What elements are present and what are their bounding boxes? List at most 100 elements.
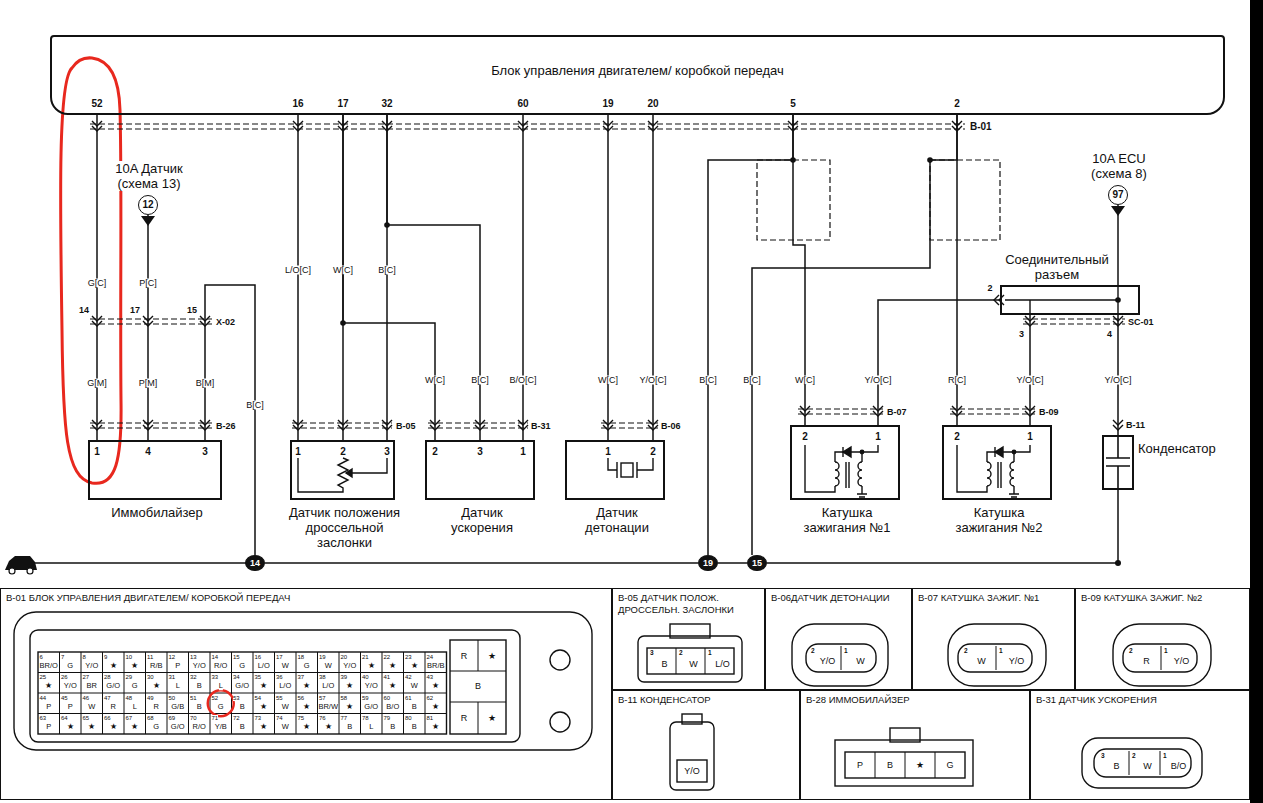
- pin-number: 3: [202, 447, 208, 457]
- pin-number: 49: [147, 695, 154, 701]
- wire-color-code: L/O: [279, 682, 291, 690]
- wire-color-code: G: [67, 662, 73, 670]
- ground-bus: [9, 568, 15, 574]
- pin-number: 71: [212, 715, 219, 721]
- wire-color-code: P: [46, 723, 51, 731]
- sensor-connector-face: [1129, 751, 1160, 775]
- wire-color-code: L: [369, 723, 373, 731]
- wire-color-code: P: [857, 761, 863, 770]
- pin-number: 1: [708, 650, 712, 657]
- pin-number: 2: [987, 284, 992, 293]
- pin-number: 1: [295, 447, 301, 457]
- pin-number: 52: [91, 99, 102, 109]
- pin-number: 32: [381, 99, 392, 109]
- wire-color-code: R: [154, 703, 159, 711]
- capacitor-symbol: [1106, 437, 1130, 488]
- node-text: B-31 ДАТЧИК УСКОРЕНИЯ: [1031, 691, 1249, 709]
- condenser-box: Конденсатор: [1102, 435, 1134, 490]
- wire-color-code: B: [197, 703, 202, 711]
- connector-id: SC-01: [1128, 318, 1154, 327]
- wire-color-code: G: [304, 662, 310, 670]
- pin-number: 63: [40, 715, 47, 721]
- wire: [652, 115, 654, 440]
- wire-color-code: W: [411, 682, 418, 690]
- pin-number: 14: [212, 654, 219, 660]
- sensor-connector-face: [1161, 646, 1162, 670]
- wire-color-code: R[C]: [948, 376, 966, 385]
- pin-number: 32: [190, 674, 197, 680]
- pin-number: 12: [169, 654, 176, 660]
- pin-number: 3: [477, 447, 483, 457]
- ground-point: 19: [698, 555, 718, 571]
- wire-color-code: ★: [346, 703, 353, 711]
- connector-id: B-31: [531, 422, 551, 431]
- wire-color-code: L/O: [258, 662, 270, 670]
- wire-color-code: W[C]: [333, 266, 353, 275]
- pin-number: 36: [276, 674, 283, 680]
- wire-color-code: ★: [153, 682, 160, 690]
- node-text: 14: [250, 559, 260, 568]
- wire-color-code: ★: [368, 662, 375, 670]
- wire-color-code: BR/B: [427, 662, 445, 670]
- pin-number: 70: [190, 715, 197, 721]
- pin-number: 19: [602, 99, 613, 109]
- wire: [343, 115, 435, 440]
- pin-number: 50: [169, 695, 176, 701]
- ground-point: 15: [747, 555, 767, 571]
- wire-color-code: Y/O: [820, 657, 836, 666]
- potentiometer-symbol: [352, 458, 387, 473]
- wire-color-code: G: [153, 723, 159, 731]
- pin-number: 60: [384, 695, 391, 701]
- wire-color-code: B/O: [1171, 762, 1187, 771]
- wire-color-code: B: [390, 723, 395, 731]
- pin-number: 76: [319, 715, 326, 721]
- wire-color-code: B: [475, 682, 481, 691]
- wire-color-code: ★: [389, 682, 396, 690]
- pin-number: 1: [844, 648, 848, 655]
- pin-number: 4: [1107, 330, 1112, 339]
- wire-color-code: R: [1143, 657, 1150, 666]
- connector-panel: B-05 ДАТЧИК ПОЛОЖ. ДРОССЕЛЬН. ЗАСЛОНКИ: [612, 588, 765, 690]
- pin-number: 64: [61, 715, 68, 721]
- pin-number: 59: [362, 695, 369, 701]
- ignition-coil-symbol: [805, 445, 878, 497]
- pin-number: 2: [964, 648, 968, 655]
- wire-color-code: ★: [389, 662, 396, 670]
- pin-number: 16: [255, 654, 262, 660]
- wire-color-code: ★: [110, 723, 117, 731]
- pin-number: 1: [1163, 753, 1167, 760]
- wire-color-code: B[C]: [743, 376, 761, 385]
- node-text: B-11 КОНДЕНСАТОР: [613, 691, 799, 709]
- wire: [878, 300, 1000, 425]
- connector-panel: B-28 ИММОБИЛАЙЗЕР: [800, 690, 1030, 800]
- wire: [1029, 315, 1031, 425]
- wire-color-code: ★: [303, 682, 310, 690]
- pin-number: 1: [999, 648, 1003, 655]
- node-heading: Датчик детонации: [577, 505, 657, 535]
- wire-color-code: B: [412, 703, 417, 711]
- pin-number: 61: [405, 695, 412, 701]
- knock-sensor-symbol: [621, 463, 633, 477]
- pin-number: 17: [276, 654, 283, 660]
- pin-number: 72: [233, 715, 240, 721]
- wire-color-code: W: [282, 703, 289, 711]
- capacitor-symbol: [1106, 437, 1130, 488]
- wire-color-code: W: [977, 657, 986, 666]
- sensor-connector-face: [670, 722, 714, 790]
- wire-color-code: ★: [88, 723, 95, 731]
- pin-number: 33: [212, 674, 219, 680]
- wire: [752, 115, 957, 555]
- fuse-reference-circle: 10A ECU (схема 8)97: [1108, 185, 1128, 205]
- pin-number: 1: [94, 447, 100, 457]
- pin-number: 30: [147, 674, 154, 680]
- wire-color-code: G/O: [106, 682, 120, 690]
- pin-number: 73: [255, 715, 262, 721]
- wire-color-code: Y/O: [1174, 657, 1190, 666]
- connector-housing-lines: [930, 160, 1000, 240]
- pin-number: 17: [337, 99, 348, 109]
- junction-dot: [340, 157, 1121, 566]
- pin-number: 54: [255, 695, 262, 701]
- node-heading: 10A Датчик (схема 13): [107, 161, 192, 191]
- wire-color-code: Y/O[C]: [1016, 376, 1043, 385]
